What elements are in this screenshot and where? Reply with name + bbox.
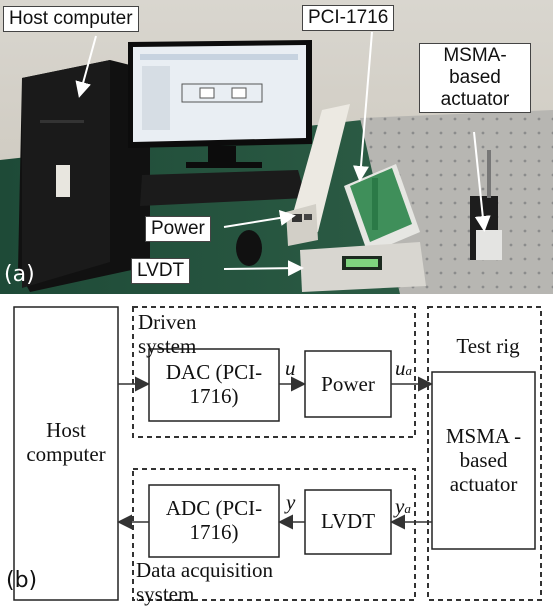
msma-label: MSMA -based actuator [445,424,522,497]
mouse [236,230,262,266]
power-label: Power [321,372,375,396]
monitor [128,40,312,168]
lvdt-unit [300,242,426,292]
signal-ua-main: u [395,356,406,380]
signal-y: y [286,490,296,514]
host-tower [18,60,150,292]
signal-ya-main: y [395,494,405,518]
signal-ya: ya [395,494,411,518]
pci-terminal-board [344,164,420,254]
driven-system-label: Driven system [138,310,197,359]
photo-pointers [75,31,491,277]
driven-system-group [132,306,416,438]
signal-ua-sub: a [405,363,413,378]
label-lvdt: LVDT [131,258,191,284]
dac-label: DAC (PCI-1716) [165,360,263,409]
test-rig-label: Test rig [456,334,520,358]
daq-system-label: Data acquisition system [136,558,274,606]
signal-ya-sub: a [404,501,411,516]
pointer-lvdt [223,260,304,277]
label-power: Power [145,216,211,242]
panel-b-tag: (b) [6,568,38,593]
pointer-host [75,35,97,98]
label-msma: MSMA-based actuator [419,43,531,113]
pointer-power [223,210,296,228]
panel-a-tag: (a) [4,262,35,287]
dac-box [148,348,280,422]
daq-system-group [132,468,416,601]
setup-photo: Host computer PCI-1716 MSMA-based actuat… [0,0,553,294]
pointer-msma [473,131,491,232]
signal-u: u [285,356,296,380]
adc-box [148,484,280,558]
lvdt-label: LVDT [320,509,376,533]
label-pci: PCI-1716 [302,5,395,31]
test-rig-group [427,306,542,601]
label-host-computer: Host computer [3,6,139,32]
adc-label: ADC (PCI-1716) [165,496,263,545]
msma-box [431,371,536,550]
keyboard [140,170,306,206]
block-diagram: Host computer Driven system Test rig DAC… [0,294,553,606]
host-label: Host computer [26,418,106,467]
pointer-pci [353,31,373,182]
host-box [13,306,119,601]
block-diagram-lines [13,306,542,601]
signal-ua: ua [395,356,412,380]
